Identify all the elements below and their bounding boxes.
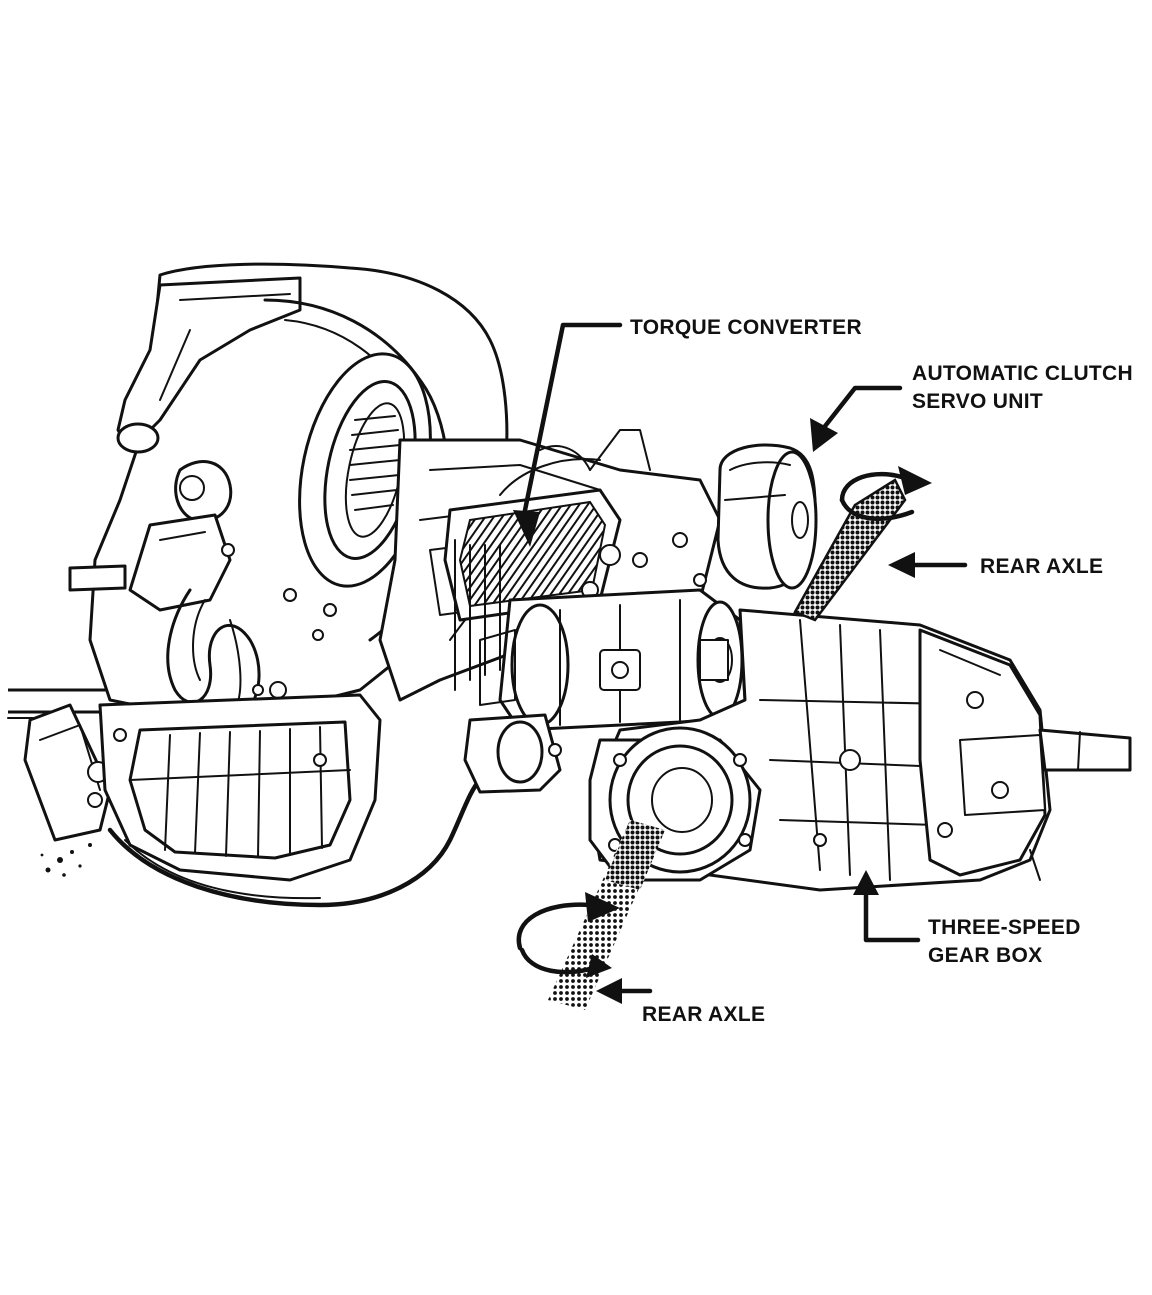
rotation-arrow-upper bbox=[839, 466, 932, 521]
rear-axle-right-arrow bbox=[888, 552, 968, 578]
gearbox-arrow bbox=[853, 870, 921, 943]
left-axle-stub bbox=[7, 688, 122, 877]
clutch-servo-canister bbox=[716, 443, 818, 590]
rear-half-shaft-lower bbox=[548, 820, 665, 1010]
clutch-servo-label-line1: AUTOMATIC CLUTCH bbox=[912, 362, 1133, 385]
rear-half-shaft-upper bbox=[793, 478, 907, 622]
gearbox-label-line1: THREE-SPEED bbox=[928, 916, 1081, 939]
engine-sump bbox=[98, 693, 483, 908]
gearbox-label-line2: GEAR BOX bbox=[928, 944, 1042, 967]
rear-axle-left-arrow bbox=[596, 978, 653, 1004]
clutch-servo-label-line2: SERVO UNIT bbox=[912, 390, 1043, 413]
callout-labels: TORQUE CONVERTER AUTOMATIC CLUTCH SERVO … bbox=[630, 316, 1133, 1026]
starter-motor bbox=[479, 588, 747, 732]
final-drive-cover bbox=[463, 713, 762, 882]
rotation-arrow-lower bbox=[516, 892, 620, 978]
rear-axle-right-label: REAR AXLE bbox=[980, 555, 1103, 578]
torque-converter-label: TORQUE CONVERTER bbox=[630, 316, 862, 339]
transmission-case bbox=[588, 608, 1132, 892]
clutch-servo-arrow bbox=[810, 385, 903, 452]
torque-converter-arrow bbox=[513, 322, 623, 547]
rear-axle-left-label: REAR AXLE bbox=[642, 1003, 765, 1026]
fan-grille bbox=[349, 415, 401, 511]
